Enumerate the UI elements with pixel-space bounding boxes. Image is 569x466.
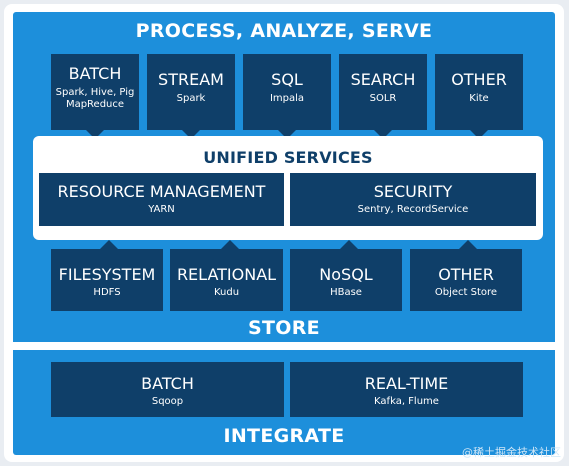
watermark: @稀土掘金技术社区 (462, 446, 561, 459)
unified-box-title: RESOURCE MANAGEMENT (57, 182, 266, 201)
store-box-filesystem: FILESYSTEM HDFS (51, 249, 163, 311)
integrate-box-batch: BATCH Sqoop (51, 362, 284, 417)
store-box-sub: Object Store (434, 287, 498, 298)
process-box-title: OTHER (451, 70, 507, 89)
unified-services-title: UNIFIED SERVICES (203, 148, 373, 167)
connector-notch (340, 240, 358, 249)
store-box-sub: HBase (330, 287, 362, 298)
connector-notch (459, 240, 477, 249)
integrate-box-title: REAL-TIME (364, 374, 449, 393)
connector-notch (182, 130, 200, 139)
integrate-box-sub: Kafka, Flume (374, 396, 439, 407)
process-box-sub: SOLR (369, 93, 397, 104)
process-box-search: SEARCH SOLR (339, 54, 427, 130)
process-box-stream: STREAM Spark (147, 54, 235, 130)
store-box-title: RELATIONAL (176, 265, 277, 284)
integrate-box-sub: Sqoop (151, 396, 184, 407)
unified-box-resource-management: RESOURCE MANAGEMENT YARN (39, 173, 284, 226)
unified-box-sub: Sentry, RecordService (357, 204, 469, 215)
store-box-title: FILESYSTEM (58, 265, 156, 284)
integrate-box-title: BATCH (141, 374, 194, 393)
unified-box-sub: YARN (148, 204, 175, 215)
process-box-batch: BATCH Spark, Hive, Pig MapReduce (51, 54, 139, 130)
store-box-nosql: NoSQL HBase (290, 249, 402, 311)
process-section-title: PROCESS, ANALYZE, SERVE (135, 20, 433, 42)
store-box-relational: RELATIONAL Kudu (170, 249, 283, 311)
unified-box-security: SECURITY Sentry, RecordService (290, 173, 536, 226)
process-box-sub: Spark, Hive, Pig (55, 87, 135, 98)
connector-notch (86, 130, 104, 139)
process-box-sub: Kite (469, 93, 489, 104)
store-box-sub: HDFS (93, 287, 121, 298)
process-box-sub2: MapReduce (65, 99, 125, 110)
process-box-sql: SQL Impala (243, 54, 331, 130)
process-box-sub: Impala (269, 93, 305, 104)
process-box-sub: Spark (176, 93, 206, 104)
store-box-other: OTHER Object Store (410, 249, 522, 311)
integrate-box-real-time: REAL-TIME Kafka, Flume (290, 362, 523, 417)
integrate-section-title: INTEGRATE (223, 425, 345, 447)
connector-notch (374, 130, 392, 139)
connector-notch (278, 130, 296, 139)
store-box-sub: Kudu (213, 287, 240, 298)
process-box-title: SQL (271, 70, 303, 89)
connector-notch (100, 240, 118, 249)
connector-notch (470, 130, 488, 139)
connector-notch (221, 240, 239, 249)
process-box-other: OTHER Kite (435, 54, 523, 130)
process-box-title: SEARCH (350, 70, 416, 89)
process-box-title: STREAM (158, 70, 224, 89)
store-box-title: NoSQL (319, 265, 373, 284)
unified-box-title: SECURITY (373, 182, 453, 201)
store-box-title: OTHER (438, 265, 494, 284)
store-section-title: STORE (248, 317, 320, 339)
process-box-title: BATCH (68, 64, 122, 83)
